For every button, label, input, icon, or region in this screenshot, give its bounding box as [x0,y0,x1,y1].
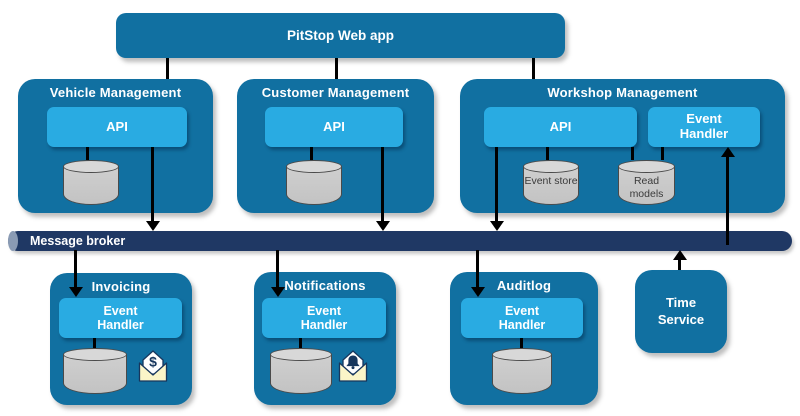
customer-api-box: API [265,107,403,147]
time-service-container: Time Service [635,270,727,353]
invoicing-container: Invoicing Event Handler [50,273,192,405]
arrowhead-timeservice [673,250,687,260]
time-service-label: Time Service [657,295,705,327]
message-broker-bar: Message broker [8,231,792,251]
connector-workshop-api-broker [495,147,498,222]
connector-customer-api-broker [381,147,384,222]
arrowhead-notifications [271,287,285,297]
connector-workshop-api-eventstore [546,147,549,160]
vehicle-api-box: API [47,107,187,147]
vehicle-management-container: Vehicle Management API [18,79,213,213]
auditlog-event-handler-box: Event Handler [461,298,583,338]
broker-pipe-cap-icon [8,231,18,251]
connector-app-vehicle [166,58,169,79]
pitstop-web-app-box: PitStop Web app [116,13,565,58]
arrowhead-workshop-broker [490,221,504,231]
customer-management-container: Customer Management API [237,79,434,213]
invoicing-event-handler-box: Event Handler [59,298,182,338]
vehicle-management-title: Vehicle Management [49,85,182,100]
vehicle-database-cylinder-icon [63,160,119,205]
connector-app-workshop [532,58,535,79]
connector-vehicle-api-broker [151,147,154,222]
connector-workshop-eh-readmodels [661,147,664,160]
notifications-event-handler-box: Event Handler [262,298,386,338]
workshop-event-handler-box: Event Handler [648,107,760,147]
connector-timeservice-broker [678,259,681,270]
dollar-envelope-icon: $ [138,350,168,382]
arrowhead-auditlog [471,287,485,297]
connector-vehicle-api-db [86,147,89,160]
customer-management-title: Customer Management [261,85,410,100]
connector-broker-invoicing [74,250,77,288]
connector-workshop-api-readmodels [631,147,634,160]
connector-app-customer [335,58,338,79]
arrowhead-vehicle-broker [146,221,160,231]
invoicing-database-cylinder-icon [63,348,127,394]
arrowhead-customer-broker [376,221,390,231]
pitstop-web-app-label: PitStop Web app [287,28,394,43]
notifications-container: Notifications Event Handler [254,272,396,405]
auditlog-container: Auditlog Event Handler [450,272,598,405]
notifications-database-cylinder-icon [270,348,332,394]
workshop-api-box: API [484,107,637,147]
event-store-cylinder-icon: Event store [523,160,579,205]
read-models-cylinder-icon: Read models [618,160,675,205]
arrowhead-workshop-eh [721,147,735,157]
connector-broker-auditlog [476,250,479,288]
connector-customer-api-db [310,147,313,160]
bell-envelope-icon [338,350,368,382]
workshop-management-title: Workshop Management [547,85,698,100]
connector-invoicing-eh-db [93,338,96,348]
connector-auditlog-eh-db [520,338,523,348]
connector-notifications-eh-db [299,338,302,348]
invoicing-title: Invoicing [91,279,151,294]
connector-broker-workshop-eh [726,156,729,245]
auditlog-database-cylinder-icon [492,348,552,394]
customer-database-cylinder-icon [286,160,342,205]
svg-text:$: $ [149,354,157,370]
workshop-management-container: Workshop Management API Event Handler Ev… [460,79,785,213]
message-broker-label: Message broker [30,234,126,248]
notifications-title: Notifications [284,278,366,293]
auditlog-title: Auditlog [496,278,552,293]
connector-broker-notifications [276,250,279,288]
arrowhead-invoicing [69,287,83,297]
